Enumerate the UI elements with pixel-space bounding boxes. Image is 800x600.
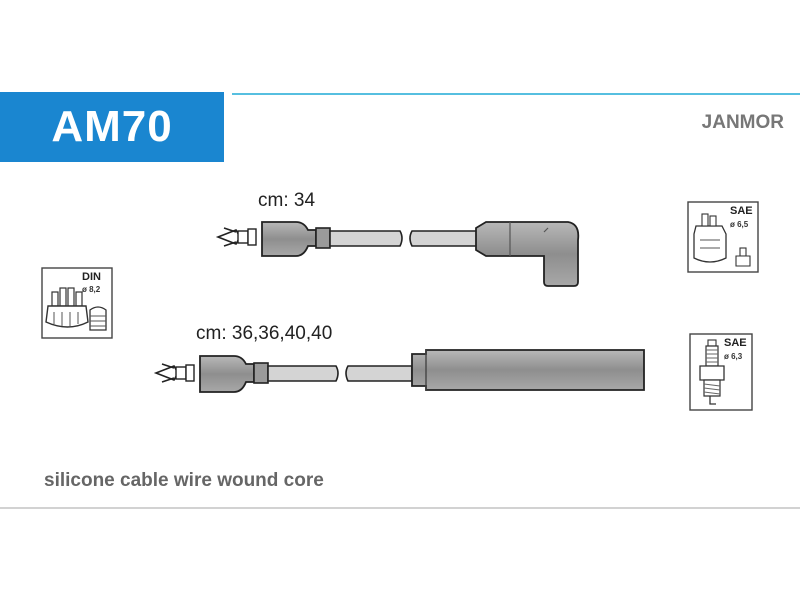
cable-2 <box>153 349 645 393</box>
cable-1-angled-boot <box>475 221 580 287</box>
cable-2-wire-a <box>267 365 339 382</box>
cable-2-length: cm: 36,36,40,40 <box>196 323 333 344</box>
cable-2-wire-b <box>345 365 413 382</box>
coil-icon <box>693 213 727 263</box>
cable-1-wire-b <box>409 230 479 247</box>
cable-2-long-boot <box>411 349 645 391</box>
cable-1-boot-collar <box>315 227 331 249</box>
footer-divider <box>0 507 800 509</box>
plug-terminal-icon <box>89 306 107 331</box>
brand-name: JANMOR <box>701 112 784 133</box>
sae-spark-plug-icon <box>689 333 753 411</box>
sae-top-label: SAE <box>730 205 753 217</box>
product-code-box: AM70 <box>0 92 224 162</box>
cable-1-terminal <box>215 227 257 247</box>
din-distributor-icon <box>41 267 113 339</box>
din-diameter: ø 8,2 <box>82 285 101 294</box>
sae-bottom-label: SAE <box>724 337 747 349</box>
cable-2-terminal <box>153 363 195 383</box>
cable-1-length: cm: 34 <box>258 190 316 211</box>
sae-top-diameter: ø 6,5 <box>730 220 749 229</box>
cable-2-boot-collar <box>253 362 269 384</box>
cable-1-wire-a <box>329 230 403 247</box>
din-label: DIN <box>82 271 101 283</box>
cable-description: silicone cable wire wound core <box>44 470 324 491</box>
terminal-pin-icon <box>735 247 751 267</box>
sae-bottom-diameter: ø 6,3 <box>724 352 743 361</box>
sae-coil-icon <box>687 201 759 273</box>
cable-2-straight-boot <box>199 355 255 393</box>
cable-1 <box>215 221 580 287</box>
spark-plug-icon <box>699 339 725 405</box>
cable-1-straight-boot <box>261 221 317 257</box>
distributor-cap-icon <box>45 287 89 328</box>
product-code: AM70 <box>51 102 173 151</box>
header-divider <box>232 93 800 95</box>
